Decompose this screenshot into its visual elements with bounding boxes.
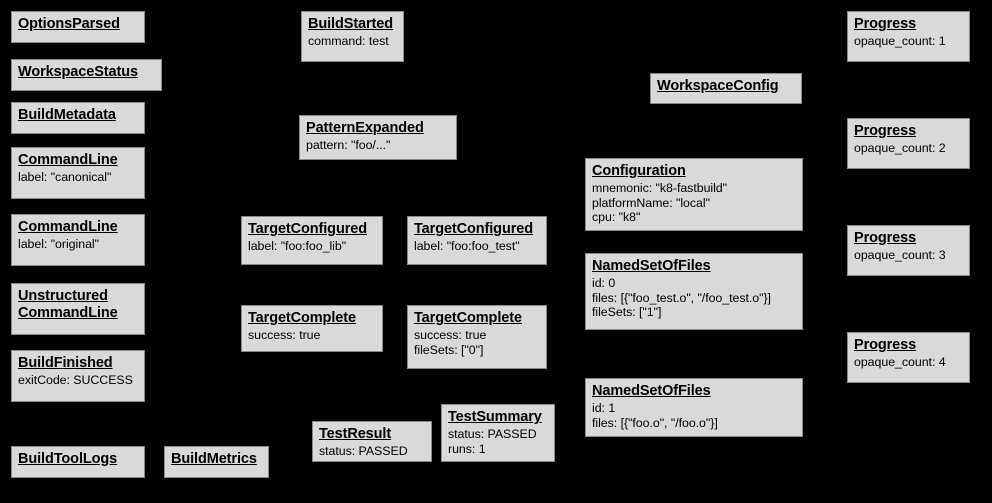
event-node-title: Configuration bbox=[592, 163, 686, 179]
event-node-title: TargetComplete bbox=[414, 310, 522, 326]
event-node-field: fileSets: ["1"] bbox=[592, 305, 662, 320]
event-node-field: label: "canonical" bbox=[18, 170, 112, 185]
event-node-progress-3[interactable]: Progress opaque_count: 3 bbox=[847, 225, 970, 276]
event-node-workspace-config[interactable]: WorkspaceConfig bbox=[650, 73, 802, 104]
event-node-title: Progress bbox=[854, 123, 917, 139]
event-node-field: label: "foo:foo_lib" bbox=[248, 239, 347, 254]
event-node-field: status: PASSED bbox=[319, 444, 408, 459]
event-node-field: id: 1 bbox=[592, 401, 616, 416]
event-node-title: BuildMetadata bbox=[18, 107, 116, 123]
event-node-field: id: 0 bbox=[592, 276, 616, 291]
event-node-fields: pattern: "foo/..." bbox=[306, 138, 450, 153]
event-node-field: files: [{"foo.o", "/foo.o"}] bbox=[592, 415, 718, 430]
event-node-field: opaque_count: 3 bbox=[854, 248, 946, 263]
event-node-field: opaque_count: 2 bbox=[854, 141, 946, 156]
event-node-field: label: "foo:foo_test" bbox=[414, 239, 520, 254]
event-node-field: success: true bbox=[248, 328, 321, 343]
event-node-field: cpu: "k8" bbox=[592, 210, 641, 225]
event-node-title: Unstructured CommandLine bbox=[18, 288, 118, 322]
event-node-title: Progress bbox=[854, 230, 917, 246]
event-node-field: success: true bbox=[414, 328, 487, 343]
event-node-build-metrics[interactable]: BuildMetrics bbox=[164, 446, 269, 478]
event-node-build-finished[interactable]: BuildFinished exitCode: SUCCESS bbox=[11, 350, 145, 402]
event-node-field: fileSets: ["0"] bbox=[414, 342, 484, 357]
event-node-test-result[interactable]: TestResult status: PASSED bbox=[312, 421, 432, 462]
event-node-unstructured-command-line[interactable]: Unstructured CommandLine bbox=[11, 283, 145, 335]
event-node-fields: label: "original" bbox=[18, 237, 138, 252]
event-node-title: Progress bbox=[854, 337, 917, 353]
event-node-fields: label: "foo:foo_lib" bbox=[248, 239, 376, 254]
event-node-configuration[interactable]: Configuration mnemonic: "k8-fastbuild"pla… bbox=[585, 158, 803, 231]
event-node-fields: label: "foo:foo_test" bbox=[414, 239, 540, 254]
event-node-title: CommandLine bbox=[18, 152, 118, 168]
event-node-title: TestSummary bbox=[448, 409, 542, 425]
event-node-build-started[interactable]: BuildStarted command: test bbox=[301, 11, 404, 62]
event-node-title: BuildStarted bbox=[308, 16, 394, 32]
event-node-title: BuildFinished bbox=[18, 355, 113, 371]
event-node-fields: opaque_count: 4 bbox=[854, 355, 963, 370]
event-node-title: TargetConfigured bbox=[248, 221, 367, 237]
event-node-target-complete-lib[interactable]: TargetComplete success: true bbox=[241, 305, 383, 352]
event-node-title: OptionsParsed bbox=[18, 16, 120, 32]
event-node-field: platformName: "local" bbox=[592, 195, 710, 210]
event-node-title: CommandLine bbox=[18, 219, 118, 235]
event-node-field: pattern: "foo/..." bbox=[306, 138, 391, 153]
event-node-target-configured-foo-test[interactable]: TargetConfigured label: "foo:foo_test" bbox=[407, 216, 547, 265]
event-node-options-parsed[interactable]: OptionsParsed bbox=[11, 11, 145, 43]
event-node-progress-4[interactable]: Progress opaque_count: 4 bbox=[847, 332, 970, 383]
event-node-fields: opaque_count: 1 bbox=[854, 34, 963, 49]
event-node-field: mnemonic: "k8-fastbuild" bbox=[592, 181, 728, 196]
event-node-title: TargetComplete bbox=[248, 310, 356, 326]
event-node-build-tool-logs[interactable]: BuildToolLogs bbox=[11, 446, 145, 478]
event-node-progress-1[interactable]: Progress opaque_count: 1 bbox=[847, 11, 970, 62]
event-node-field: runs: 1 bbox=[448, 441, 486, 456]
event-node-title: NamedSetOfFiles bbox=[592, 258, 711, 274]
event-node-progress-2[interactable]: Progress opaque_count: 2 bbox=[847, 118, 970, 169]
event-node-fields: label: "canonical" bbox=[18, 170, 138, 185]
event-node-build-metadata[interactable]: BuildMetadata bbox=[11, 102, 145, 134]
event-node-workspace-status[interactable]: WorkspaceStatus bbox=[11, 59, 162, 91]
event-node-title: Progress bbox=[854, 16, 917, 32]
event-node-title: BuildMetrics bbox=[171, 451, 257, 467]
event-node-field: label: "original" bbox=[18, 237, 99, 252]
event-node-title: NamedSetOfFiles bbox=[592, 383, 711, 399]
event-node-title: TargetConfigured bbox=[414, 221, 533, 237]
event-node-field: status: PASSED bbox=[448, 427, 537, 442]
event-node-fields: opaque_count: 2 bbox=[854, 141, 963, 156]
event-node-field: files: [{"foo_test.o", "/foo_test.o"}] bbox=[592, 290, 771, 305]
event-node-title: BuildToolLogs bbox=[18, 451, 118, 467]
event-node-title: WorkspaceConfig bbox=[657, 78, 779, 94]
event-node-field: opaque_count: 1 bbox=[854, 34, 946, 49]
event-node-command-line-canonical[interactable]: CommandLine label: "canonical" bbox=[11, 147, 145, 199]
event-node-fields: status: PASSED bbox=[319, 444, 425, 459]
event-node-field: exitCode: SUCCESS bbox=[18, 373, 133, 388]
event-node-fields: success: true bbox=[248, 328, 376, 343]
event-node-fields: exitCode: SUCCESS bbox=[18, 373, 138, 388]
event-node-pattern-expanded[interactable]: PatternExpanded pattern: "foo/..." bbox=[299, 115, 457, 160]
event-node-command-line-original[interactable]: CommandLine label: "original" bbox=[11, 214, 145, 266]
event-node-title: TestResult bbox=[319, 426, 392, 442]
event-node-title: WorkspaceStatus bbox=[18, 64, 138, 80]
event-node-field: opaque_count: 4 bbox=[854, 355, 946, 370]
event-node-title: PatternExpanded bbox=[306, 120, 424, 136]
event-node-fields: command: test bbox=[308, 34, 397, 49]
event-node-field: command: test bbox=[308, 34, 389, 49]
event-node-target-configured-foo-lib[interactable]: TargetConfigured label: "foo:foo_lib" bbox=[241, 216, 383, 265]
event-node-fields: opaque_count: 3 bbox=[854, 248, 963, 263]
event-node-fields: mnemonic: "k8-fastbuild"platformName: "l… bbox=[592, 181, 796, 225]
